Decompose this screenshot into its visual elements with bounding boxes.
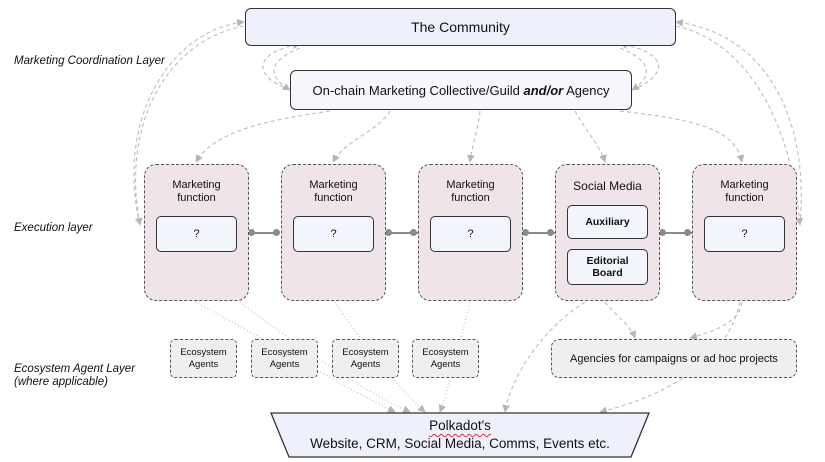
- function-title: Marketing function: [309, 179, 358, 204]
- editorial-board-box[interactable]: Editorial Board: [567, 249, 648, 285]
- arrow-f5-bottom: [502, 301, 586, 413]
- connector-dot: [659, 229, 666, 236]
- function-title: Marketing function: [172, 179, 221, 204]
- polkadot-title: Polkadot's: [429, 418, 491, 433]
- connector-dot: [273, 229, 280, 236]
- arrow-community-left: [134, 25, 245, 226]
- function-inner-box[interactable]: ?: [156, 216, 237, 252]
- arrow-community-collective-left: [273, 47, 301, 91]
- function-column-1[interactable]: Marketing function ?: [144, 164, 249, 301]
- arrow-collective-f2: [332, 110, 391, 163]
- layer-label-coordination: Marketing Coordination Layer: [14, 55, 165, 67]
- arrow-community-right: [675, 25, 804, 226]
- function-inner-box[interactable]: ?: [430, 216, 511, 252]
- arrow-collective-community-left: [262, 41, 301, 91]
- polkadot-channels-box[interactable]: Polkadot's Website, CRM, Social Media, C…: [270, 412, 650, 458]
- arrow-collective-f1: [195, 110, 331, 163]
- collective-suffix: Agency: [563, 82, 610, 98]
- community-box[interactable]: The Community: [245, 8, 676, 46]
- layer-label-ecosystem: Ecosystem Agent Layer (where applicable): [14, 363, 135, 389]
- arrow-left-up: [133, 18, 245, 226]
- function-column-3[interactable]: Marketing function ?: [418, 164, 523, 301]
- trapezoid-shape: [270, 412, 650, 458]
- function-column-social-media[interactable]: Social Media Auxiliary Editorial Board: [555, 164, 660, 301]
- function-title: Marketing function: [446, 179, 495, 204]
- arrow-agencies-bottom: [599, 301, 741, 415]
- function-column-5[interactable]: Marketing function ?: [692, 164, 797, 301]
- function-inner-box[interactable]: ?: [704, 216, 785, 252]
- auxiliary-box[interactable]: Auxiliary: [567, 205, 648, 239]
- arrow-collective-f4: [574, 110, 607, 163]
- layer-label-execution: Execution layer: [14, 222, 93, 234]
- ecosystem-agents-box[interactable]: Ecosystem Agents: [251, 339, 318, 378]
- agencies-box[interactable]: Agencies for campaigns or ad hoc project…: [551, 339, 797, 378]
- connector-dot: [547, 229, 554, 236]
- ecosystem-agents-box[interactable]: Ecosystem Agents: [170, 339, 237, 378]
- connector-dot: [410, 229, 417, 236]
- function-column-2[interactable]: Marketing function ?: [281, 164, 386, 301]
- ecosystem-agents-box[interactable]: Ecosystem Agents: [412, 339, 479, 378]
- layer-label-ecosystem-line2: (where applicable): [14, 376, 108, 388]
- function-inner-box[interactable]: ?: [293, 216, 374, 252]
- polkadot-channels: Website, CRM, Social Media, Comms, Event…: [310, 436, 610, 451]
- arrow-collective-f5: [619, 110, 745, 163]
- connector-dot: [684, 229, 691, 236]
- line-f1-bottom: [194, 301, 396, 413]
- collective-emphasis: and/or: [523, 82, 564, 98]
- arrow-f4-agencies: [604, 301, 637, 339]
- connector-dot: [248, 229, 255, 236]
- arrow-community-collective-right: [619, 47, 647, 91]
- function-title: Social Media: [573, 179, 642, 193]
- arrow-collective-community-right: [619, 41, 660, 91]
- arrow-right-up: [675, 19, 802, 226]
- arrow-f5-agencies: [689, 301, 743, 340]
- function-title: Marketing function: [720, 179, 769, 204]
- collective-prefix: On-chain Marketing Collective/Guild: [312, 82, 524, 98]
- collective-box[interactable]: On-chain Marketing Collective/Guild and/…: [290, 70, 632, 110]
- connector-dot: [522, 229, 529, 236]
- ecosystem-agents-box[interactable]: Ecosystem Agents: [332, 339, 399, 378]
- arrow-collective-f3: [466, 110, 481, 163]
- layer-label-ecosystem-line1: Ecosystem Agent Layer: [14, 363, 136, 375]
- connector-dot: [385, 229, 392, 236]
